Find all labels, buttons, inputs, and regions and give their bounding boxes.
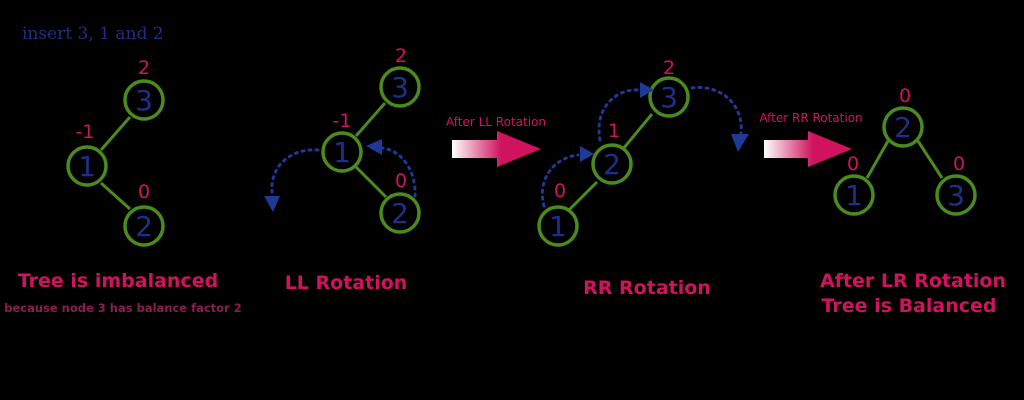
balance-factor-label: -1: [333, 110, 352, 132]
balance-factor-label: 0: [554, 180, 566, 202]
rotation-arrow: [597, 88, 642, 142]
stage-caption: After LR Rotation: [820, 270, 1006, 292]
right-arrow-icon: [452, 131, 541, 167]
svg-text:1: 1: [78, 150, 96, 183]
balance-factor-label: 0: [953, 153, 965, 175]
stage-balanced-tree: 2 0 1 0 3 0 After LR Rotation Tree is Ba…: [820, 85, 1006, 317]
svg-text:1: 1: [333, 136, 351, 169]
stage-caption: RR Rotation: [583, 277, 711, 299]
tree-node-3: 3: [379, 66, 421, 108]
tree-node-1: 1: [833, 174, 875, 216]
tree-edge: [565, 180, 599, 214]
tree-edge: [916, 140, 944, 179]
balance-factor-label: 2: [138, 57, 150, 79]
svg-text:3: 3: [391, 71, 409, 104]
svg-text:3: 3: [135, 84, 153, 117]
svg-text:2: 2: [894, 111, 912, 144]
arrowhead-icon: [366, 139, 382, 155]
arrowhead-icon: [580, 146, 594, 162]
stage-caption: Tree is Balanced: [822, 295, 997, 317]
balance-factor-label: 0: [395, 170, 407, 192]
rotation-arrow: [270, 148, 320, 194]
balance-factor-label: 2: [395, 45, 407, 67]
tree-edge: [99, 181, 132, 211]
tree-edge: [621, 113, 654, 150]
tree-edge: [354, 102, 387, 137]
tree-node-1: 1: [321, 131, 363, 173]
tree-edge: [354, 165, 388, 199]
rotation-arrow: [380, 146, 417, 198]
tree-edge: [99, 116, 132, 151]
tree-node-3: 3: [935, 174, 977, 216]
tree-node-2: 2: [379, 192, 421, 234]
balance-factor-label: 0: [847, 153, 859, 175]
svg-text:2: 2: [135, 210, 153, 243]
svg-text:3: 3: [947, 179, 965, 212]
rotation-arrow: [690, 86, 743, 135]
tree-node-2: 2: [591, 143, 633, 185]
insert-note: insert 3, 1 and 2: [22, 24, 164, 44]
svg-text:2: 2: [603, 148, 621, 181]
tree-node-3: 3: [648, 76, 690, 118]
svg-text:2: 2: [391, 197, 409, 230]
tree-node-2: 2: [882, 106, 924, 148]
tree-node-1: 1: [66, 145, 108, 187]
balance-factor-label: 0: [138, 181, 150, 203]
balance-factor-label: 1: [608, 120, 620, 142]
svg-text:3: 3: [660, 81, 678, 114]
stage-imbalanced-tree: 3 2 1 -1 2 0 Tree is imbalanced because …: [4, 57, 242, 315]
arrowhead-icon: [640, 82, 654, 98]
svg-text:1: 1: [549, 210, 567, 243]
right-arrow-icon: [764, 131, 852, 167]
tree-edge: [865, 140, 890, 179]
transition-label: After RR Rotation: [759, 111, 862, 125]
rotation-arrow: [540, 153, 580, 208]
arrowhead-icon: [264, 196, 280, 212]
svg-text:1: 1: [845, 179, 863, 212]
balance-factor-label: -1: [76, 121, 95, 143]
stage-rr-rotation: 3 2 2 1 1 0 RR Rotation: [537, 57, 749, 299]
tree-node-1: 1: [537, 205, 579, 247]
transition-arrow-ll: After LL Rotation: [446, 115, 546, 167]
transition-arrow-rr: After RR Rotation: [759, 111, 863, 167]
arrowhead-icon: [731, 134, 749, 152]
tree-node-2: 2: [123, 205, 165, 247]
balance-factor-label: 0: [899, 85, 911, 107]
stage-ll-rotation: 3 2 1 -1 2 0 LL Rotation: [264, 45, 421, 294]
stage-caption: Tree is imbalanced: [18, 270, 218, 292]
transition-label: After LL Rotation: [446, 115, 546, 129]
stage-subcaption: because node 3 has balance factor 2: [4, 301, 242, 315]
stage-caption: LL Rotation: [285, 272, 408, 294]
balance-factor-label: 2: [663, 57, 675, 79]
tree-node-3: 3: [123, 79, 165, 121]
